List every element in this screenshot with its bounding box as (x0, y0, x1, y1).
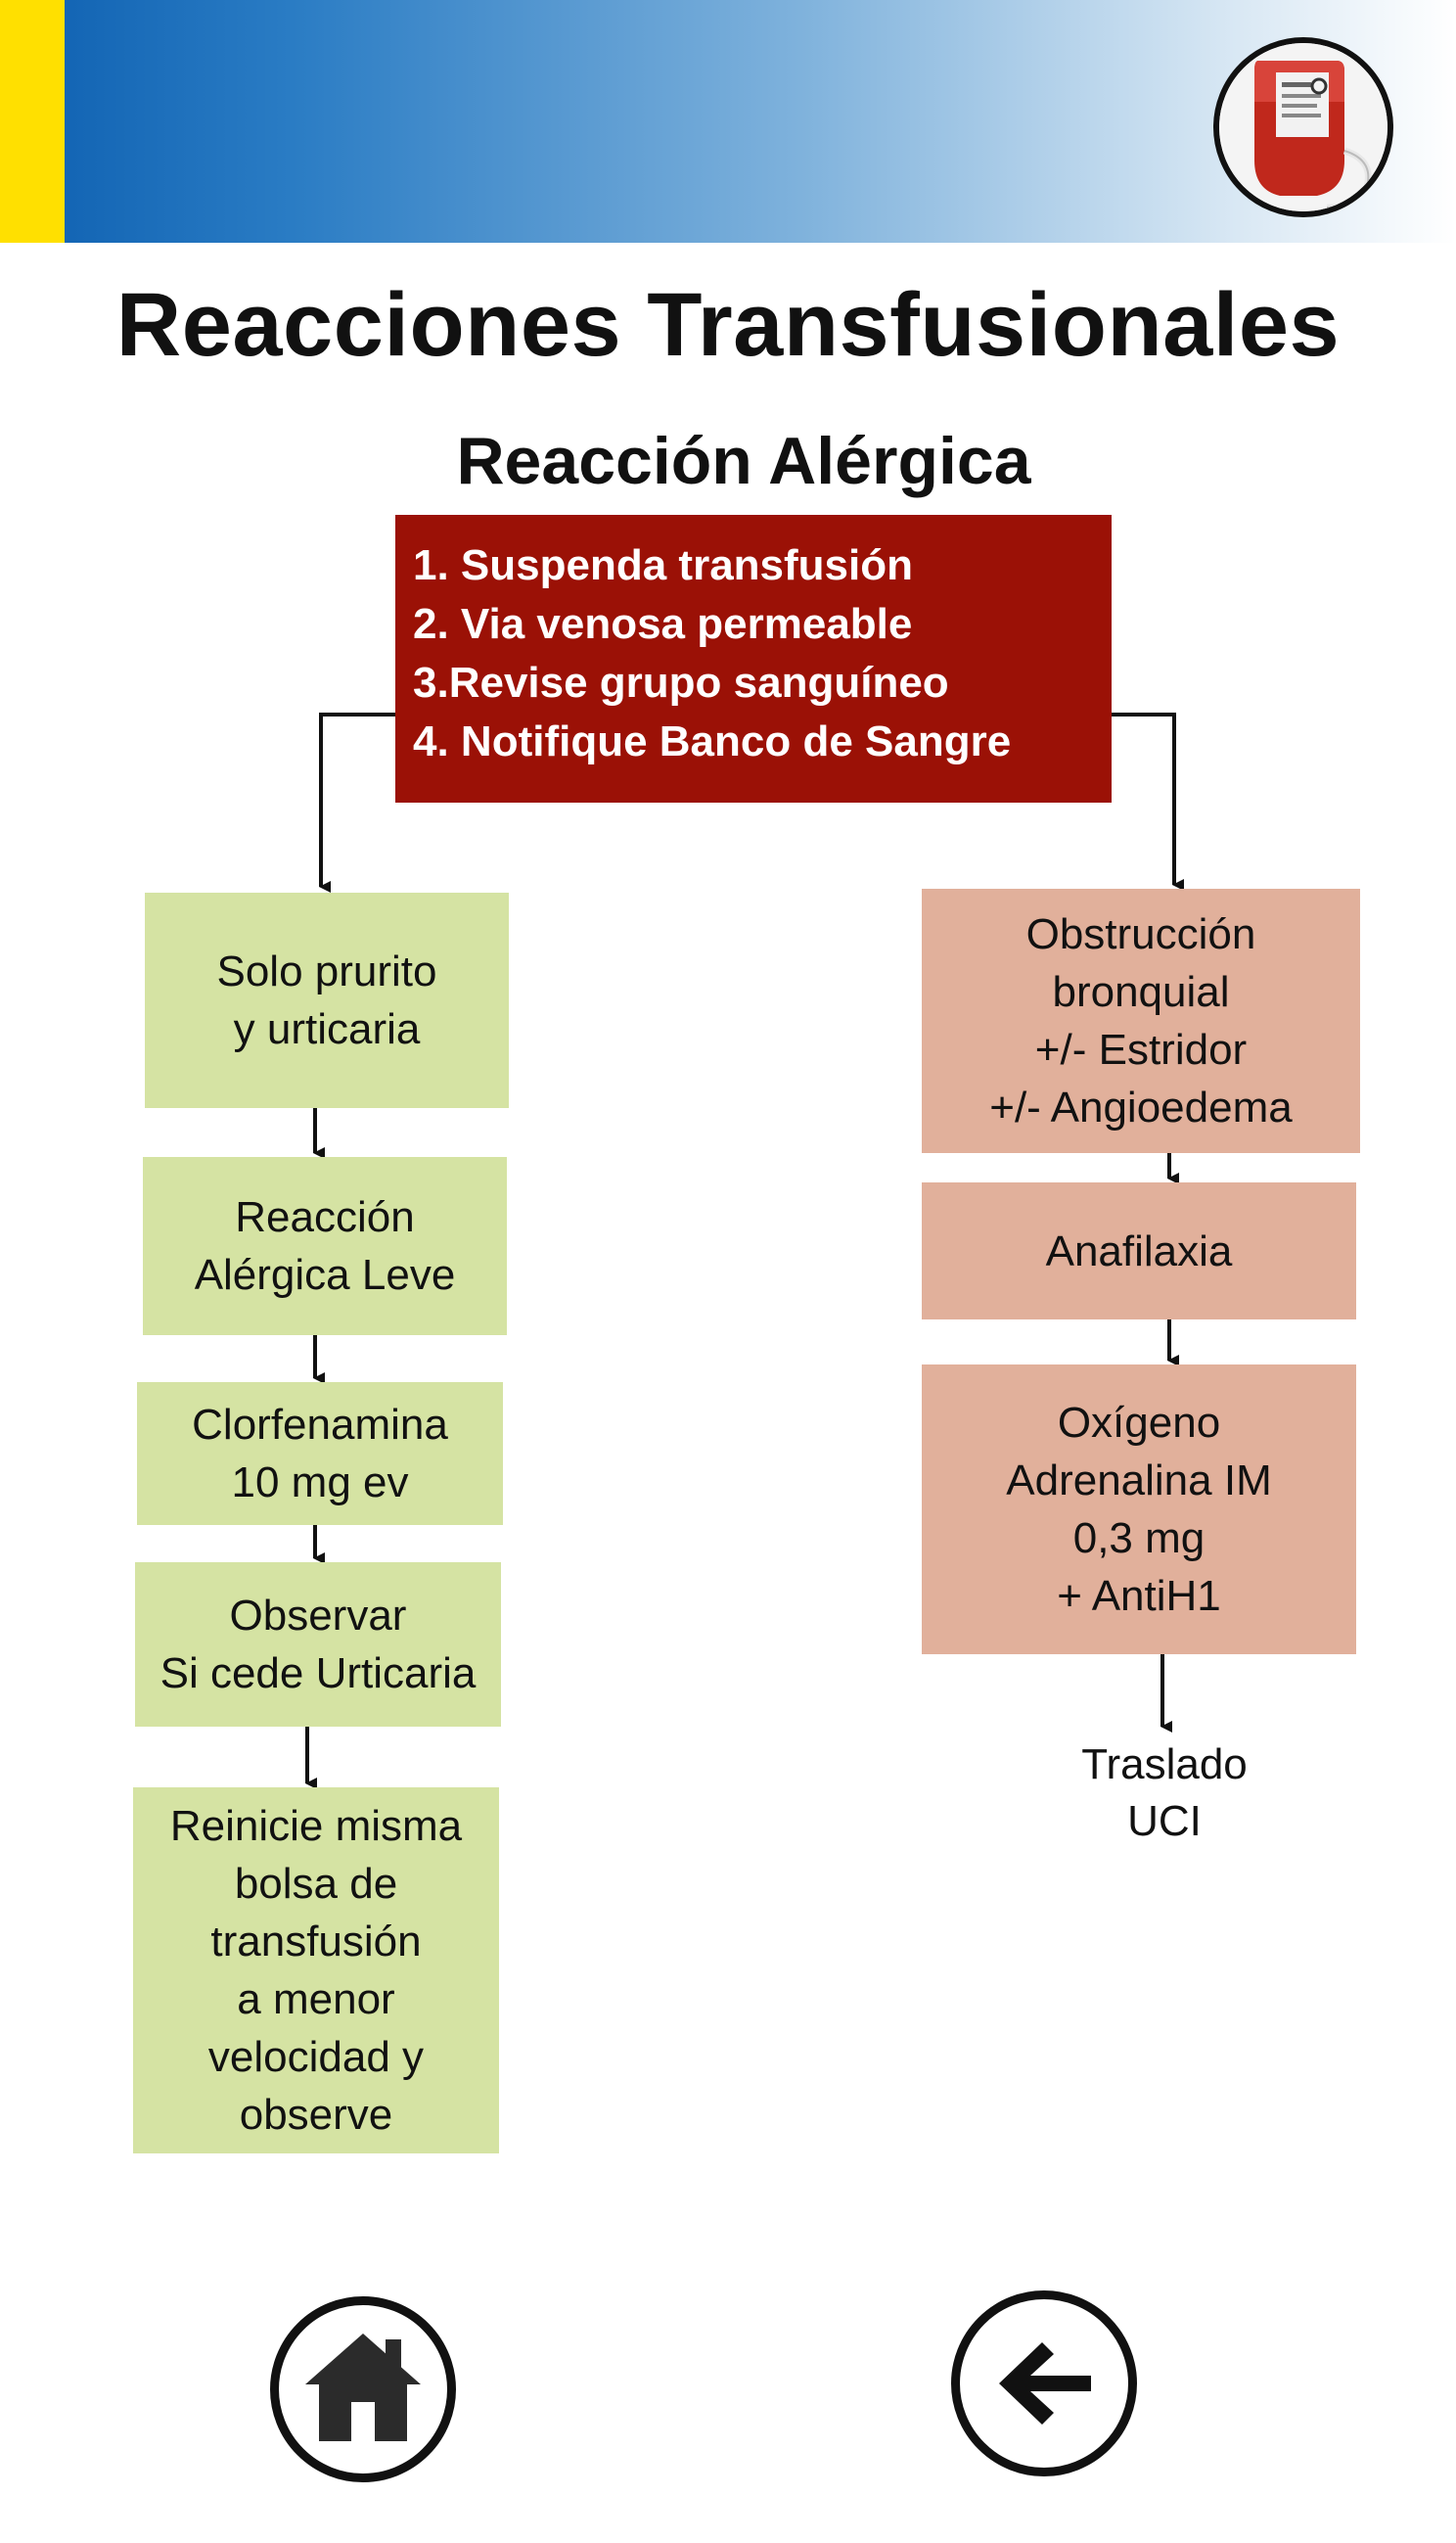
box-line: Alérgica Leve (194, 1251, 456, 1299)
box-line: Reacción (235, 1193, 415, 1241)
initial-step: 2. Via venosa permeable (413, 600, 913, 648)
box-line: Obstrucción (1025, 910, 1256, 958)
left-box-prurito: Solo prurito y urticaria (145, 893, 509, 1108)
box-line: 10 mg ev (231, 1458, 409, 1506)
initial-step: 1. Suspenda transfusión (413, 541, 913, 589)
box-line: Adrenalina IM (1006, 1456, 1272, 1504)
left-box-reaccion-leve: Reacción Alérgica Leve (143, 1157, 507, 1335)
box-line: 0,3 mg (1072, 1514, 1206, 1562)
page-title: Reacciones Transfusionales (115, 275, 1341, 375)
box-line: Anafilaxia (1045, 1226, 1233, 1275)
box-line: Observar (229, 1592, 407, 1640)
box-line: +/- Angioedema (989, 1084, 1293, 1132)
left-box-clorfenamina: Clorfenamina 10 mg ev (137, 1382, 503, 1525)
box-line: observe (239, 2091, 393, 2139)
arrow-left-icon (999, 2342, 1091, 2425)
box-line: y urticaria (233, 1005, 421, 1053)
home-icon (305, 2334, 421, 2441)
final-line: Traslado (1081, 1740, 1248, 1788)
right-box-tratamiento: Oxígeno Adrenalina IM 0,3 mg + AntiH1 (922, 1364, 1356, 1654)
initial-step: 4. Notifique Banco de Sangre (413, 717, 1012, 765)
box-line: transfusión (210, 1918, 422, 1965)
box-line: velocidad y (207, 2033, 425, 2081)
blood-bag-icon (1213, 37, 1393, 217)
box-line: + AntiH1 (1057, 1572, 1221, 1620)
right-final-traslado: Traslado UCI (1018, 1736, 1311, 1850)
left-box-reinicie: Reinicie misma bolsa de transfusión a me… (133, 1787, 499, 2153)
box-line: bronquial (1052, 968, 1230, 1016)
page-subtitle: Reacción Alérgica (456, 424, 1031, 498)
box-line: +/- Estridor (1034, 1026, 1248, 1074)
right-box-obstruccion: Obstrucción bronquial +/- Estridor +/- A… (922, 889, 1360, 1153)
header-accent-bar (0, 0, 65, 243)
box-line: Solo prurito (216, 948, 437, 995)
box-line: Clorfenamina (192, 1401, 448, 1449)
box-line: bolsa de (234, 1860, 398, 1908)
back-button[interactable] (951, 2290, 1137, 2476)
box-line: Reinicie misma (169, 1802, 463, 1850)
right-box-anafilaxia: Anafilaxia (922, 1182, 1356, 1319)
box-line: a menor (237, 1975, 395, 2023)
box-line: Si cede Urticaria (159, 1649, 477, 1697)
left-box-observar: Observar Si cede Urticaria (135, 1562, 501, 1727)
initial-step: 3.Revise grupo sanguíneo (413, 659, 949, 707)
box-line: Oxígeno (1057, 1399, 1221, 1447)
home-button[interactable] (270, 2296, 456, 2482)
final-line: UCI (1127, 1797, 1202, 1845)
initial-steps-box: 1. Suspenda transfusión 2. Via venosa pe… (395, 515, 1112, 803)
